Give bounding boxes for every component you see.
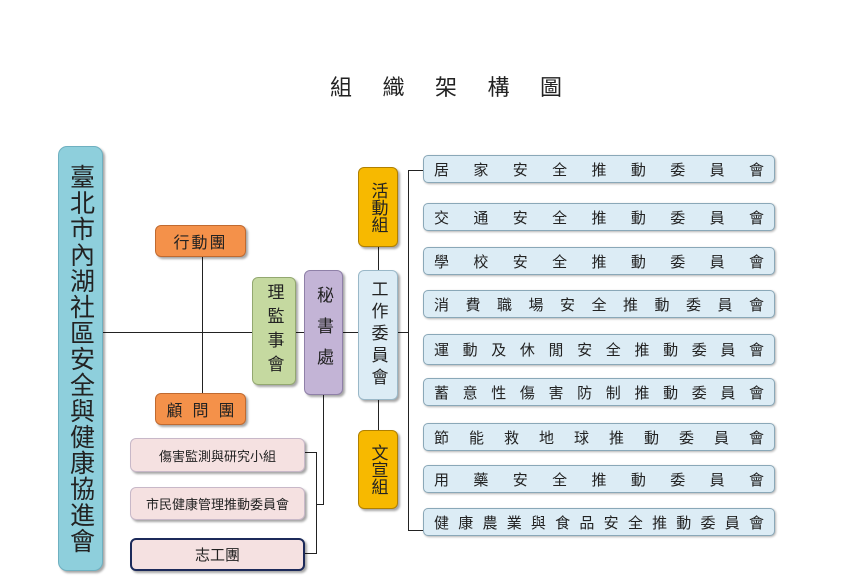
committee-label: 節能救地球推動委員會 bbox=[434, 428, 764, 447]
committee-label: 健康農業與食品安全推動委員會 bbox=[434, 513, 764, 532]
connector-publicity bbox=[378, 400, 379, 430]
committee-school-safety: 學校安全推動委員會 bbox=[423, 247, 775, 275]
bracket-top-tick bbox=[408, 170, 423, 171]
volunteer-team-box: 志工團 bbox=[130, 538, 305, 571]
connector-activity bbox=[378, 247, 379, 270]
committee-violence-prevention: 蓄意性傷害防制推動委員會 bbox=[423, 378, 775, 406]
committee-label: 交通安全推動委員會 bbox=[434, 208, 764, 227]
page-title: 組織架構圖 bbox=[330, 76, 562, 101]
committee-label: 消費職場安全推動委員會 bbox=[434, 295, 764, 314]
committee-energy-saving: 節能救地球推動委員會 bbox=[423, 423, 775, 451]
connector-main bbox=[103, 332, 252, 333]
board-box: 理監事會 bbox=[252, 277, 296, 385]
bracket-unit-tick-3 bbox=[305, 553, 316, 554]
committee-medication-safety: 用藥安全推動委員會 bbox=[423, 465, 775, 493]
committee-agriculture-food-safety: 健康農業與食品安全推動委員會 bbox=[423, 508, 775, 536]
injury-surveillance-group-box: 傷害監測與研究小組 bbox=[130, 438, 305, 472]
committee-label: 學校安全推動委員會 bbox=[434, 252, 764, 271]
committee-label: 用藥安全推動委員會 bbox=[434, 470, 764, 489]
bracket-units bbox=[316, 452, 317, 554]
committee-traffic-safety: 交通安全推動委員會 bbox=[423, 203, 775, 231]
committee-sports-leisure-safety: 運動及休閒安全推動委員會 bbox=[423, 334, 775, 365]
publicity-group-box: 文宣組 bbox=[358, 430, 398, 509]
bracket-bottom-tick bbox=[408, 530, 423, 531]
connector-committee-bracket bbox=[398, 332, 408, 333]
action-team-box: 行動團 bbox=[155, 225, 246, 257]
committee-home-safety: 居家安全推動委員會 bbox=[423, 155, 775, 183]
committee-label: 運動及休閒安全推動委員會 bbox=[434, 341, 764, 359]
committee-consumer-workplace-safety: 消費職場安全推動委員會 bbox=[423, 290, 775, 318]
committee-label: 蓄意性傷害防制推動委員會 bbox=[434, 383, 764, 402]
connector-teams bbox=[202, 257, 203, 393]
connector-secretariat-committee bbox=[343, 332, 358, 333]
connector-secretariat-link bbox=[316, 504, 324, 505]
health-management-committee-box: 市民健康管理推動委員會 bbox=[130, 487, 305, 520]
advisory-team-box: 顧問團 bbox=[155, 393, 246, 425]
secretariat-box: 秘書處 bbox=[304, 270, 343, 395]
bracket-committees bbox=[408, 170, 409, 531]
work-committee-box: 工作委員會 bbox=[358, 270, 398, 400]
activity-group-box: 活動組 bbox=[358, 167, 398, 247]
connector-secretariat-down bbox=[323, 395, 324, 504]
committee-label: 居家安全推動委員會 bbox=[434, 160, 764, 179]
connector-board-secretariat bbox=[296, 332, 304, 333]
bracket-unit-tick-1 bbox=[305, 452, 316, 453]
organization-box: 臺北市內湖社區安全與健康協進會 bbox=[58, 146, 103, 571]
